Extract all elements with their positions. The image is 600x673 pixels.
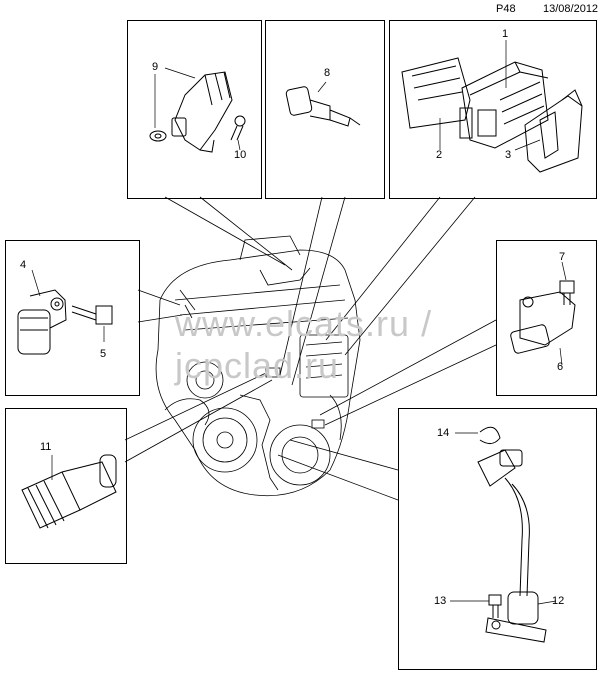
callout-10: 10 xyxy=(234,149,247,161)
callout-5: 5 xyxy=(100,348,107,360)
callout-4: 4 xyxy=(20,259,27,271)
bolt-icon xyxy=(559,280,575,305)
callout-7: 7 xyxy=(559,251,566,263)
callout-leaders xyxy=(31,40,567,605)
bolt-icon xyxy=(488,594,502,618)
box-crankshaft-sensor xyxy=(496,240,597,396)
bolt-icon xyxy=(230,115,246,141)
callout-8: 8 xyxy=(324,67,331,79)
watermark: www.elcats.ru / jcpclad.ru xyxy=(175,303,433,386)
box-oil-level-sensor xyxy=(398,408,597,670)
oil-pressure-switch-icon xyxy=(21,454,117,529)
bolt-icon xyxy=(71,305,113,325)
ecu-cover-icon xyxy=(524,89,583,173)
box-oil-pressure-switch xyxy=(5,408,127,564)
ecu-module-icon xyxy=(459,61,549,149)
retaining-clip-icon xyxy=(479,426,501,444)
callout-1: 1 xyxy=(502,28,509,40)
callout-9: 9 xyxy=(152,61,159,73)
page-date: 13/08/2012 xyxy=(543,3,599,15)
callout-2: 2 xyxy=(436,149,443,161)
callout-12: 12 xyxy=(552,595,565,607)
box-temperature-sensor xyxy=(265,20,385,199)
ecu-bracket-icon xyxy=(401,57,471,129)
callout-6: 6 xyxy=(557,361,564,373)
callout-11: 11 xyxy=(40,441,52,453)
pressure-sensor-icon xyxy=(149,71,233,153)
camshaft-sensor-icon xyxy=(17,289,67,355)
box-pressure-sensor xyxy=(127,20,262,199)
callout-3: 3 xyxy=(505,149,512,161)
callout-14: 14 xyxy=(437,427,450,439)
engine-assembly-drawing xyxy=(155,235,361,497)
leader-lines xyxy=(124,196,497,501)
callout-13: 13 xyxy=(434,595,447,607)
temperature-sensor-icon xyxy=(285,86,361,127)
oil-level-sensor-icon xyxy=(477,449,547,643)
page-id: P48 xyxy=(496,3,516,15)
